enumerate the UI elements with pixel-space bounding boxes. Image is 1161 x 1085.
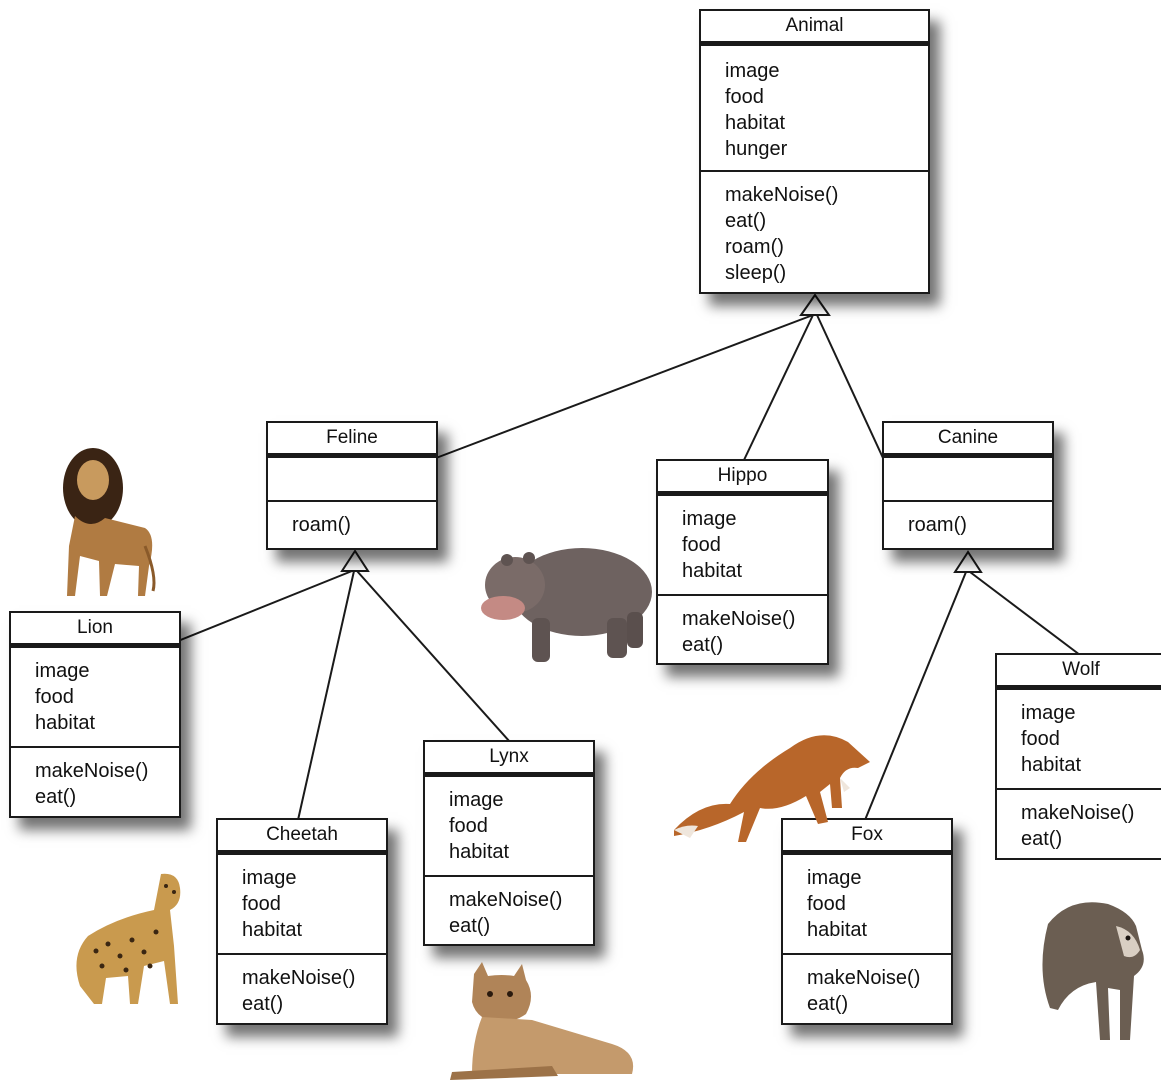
attribute: image	[682, 508, 737, 530]
method: sleep()	[725, 262, 787, 284]
class-name: Lynx	[425, 742, 593, 777]
class-box-fox: Fox image food habitat makeNoise() eat()	[781, 818, 953, 1025]
method: makeNoise()	[725, 184, 839, 206]
method-list: roam()	[884, 502, 1052, 548]
attribute: hunger	[725, 138, 788, 160]
class-name: Hippo	[658, 461, 827, 496]
connector-wolf-canine	[969, 571, 1081, 656]
attribute: image	[242, 867, 297, 889]
attribute-list: image food habitat hunger	[701, 46, 928, 172]
attribute: food	[1021, 728, 1060, 750]
attribute: image	[807, 867, 862, 889]
attribute-list: image food habitat	[783, 855, 951, 955]
class-box-hippo: Hippo image food habitat makeNoise() eat…	[656, 459, 829, 665]
attribute-list: image food habitat	[425, 777, 593, 877]
attribute-list	[884, 458, 1052, 502]
class-box-wolf: Wolf image food habitat makeNoise() eat(…	[995, 653, 1161, 860]
attribute-list: image food habitat	[658, 496, 827, 596]
attribute: food	[242, 893, 281, 915]
class-box-lion: Lion image food habitat makeNoise() eat(…	[9, 611, 181, 818]
attribute: habitat	[449, 841, 510, 863]
method: roam()	[908, 514, 967, 536]
attribute: image	[1021, 702, 1076, 724]
attribute: habitat	[1021, 754, 1082, 776]
fox-image	[674, 735, 870, 842]
inheritance-arrowhead-feline	[340, 549, 370, 572]
connector-lynx-feline	[356, 570, 511, 743]
class-box-canine: Canine roam()	[882, 421, 1054, 550]
class-name: Wolf	[997, 655, 1161, 690]
method: makeNoise()	[1021, 802, 1135, 824]
connector-feline-animal	[435, 314, 814, 459]
method-list: makeNoise() eat()	[783, 955, 951, 1027]
method: makeNoise()	[35, 760, 149, 782]
class-name: Feline	[268, 423, 436, 458]
connector-canine-animal	[816, 314, 884, 459]
method: roam()	[292, 514, 351, 536]
attribute: food	[725, 86, 764, 108]
cheetah-image	[76, 873, 181, 1004]
attribute: habitat	[807, 919, 868, 941]
class-name: Animal	[701, 11, 928, 46]
attribute-list	[268, 458, 436, 502]
attribute: food	[449, 815, 488, 837]
method: roam()	[725, 236, 784, 258]
class-box-feline: Feline roam()	[266, 421, 438, 550]
method-list: makeNoise() eat() roam() sleep()	[701, 172, 928, 296]
method: eat()	[449, 915, 491, 937]
class-name: Canine	[884, 423, 1052, 458]
class-box-lynx: Lynx image food habitat makeNoise() eat(…	[423, 740, 595, 946]
method: makeNoise()	[682, 608, 796, 630]
method-list: makeNoise() eat()	[425, 877, 593, 949]
attribute: image	[725, 60, 780, 82]
connector-hippo-animal	[743, 314, 814, 461]
class-name: Cheetah	[218, 820, 386, 855]
method: eat()	[242, 993, 284, 1015]
wolf-image	[1042, 902, 1144, 1040]
class-name: Lion	[11, 613, 179, 648]
attribute: image	[449, 789, 504, 811]
method-list: makeNoise() eat()	[658, 596, 827, 668]
method-list: makeNoise() eat()	[11, 748, 179, 820]
attribute-list: image food habitat	[11, 648, 179, 748]
hippo-image	[481, 548, 652, 662]
attribute: habitat	[242, 919, 303, 941]
lion-image	[63, 448, 156, 596]
method-list: makeNoise() eat()	[997, 790, 1161, 862]
inheritance-arrowhead-canine	[953, 550, 983, 573]
class-box-cheetah: Cheetah image food habitat makeNoise() e…	[216, 818, 388, 1025]
lynx-image	[450, 962, 634, 1080]
connector-fox-canine	[864, 571, 967, 821]
method: makeNoise()	[449, 889, 563, 911]
attribute: food	[682, 534, 721, 556]
connector-lion-feline	[177, 570, 353, 642]
attribute: habitat	[682, 560, 743, 582]
attribute: habitat	[35, 712, 96, 734]
attribute: food	[807, 893, 846, 915]
attribute-list: image food habitat	[218, 855, 386, 955]
method-list: makeNoise() eat()	[218, 955, 386, 1027]
inheritance-arrowhead-animal	[799, 293, 831, 316]
class-name: Fox	[783, 820, 951, 855]
attribute: food	[35, 686, 74, 708]
method: eat()	[35, 786, 77, 808]
method: eat()	[725, 210, 767, 232]
attribute: habitat	[725, 112, 786, 134]
method: eat()	[1021, 828, 1063, 850]
connector-cheetah-feline	[297, 570, 355, 821]
method-list: roam()	[268, 502, 436, 548]
method: eat()	[682, 634, 724, 656]
method: makeNoise()	[807, 967, 921, 989]
attribute: image	[35, 660, 90, 682]
method: eat()	[807, 993, 849, 1015]
class-box-animal: Animal image food habitat hunger makeNoi…	[699, 9, 930, 294]
method: makeNoise()	[242, 967, 356, 989]
attribute-list: image food habitat	[997, 690, 1161, 790]
